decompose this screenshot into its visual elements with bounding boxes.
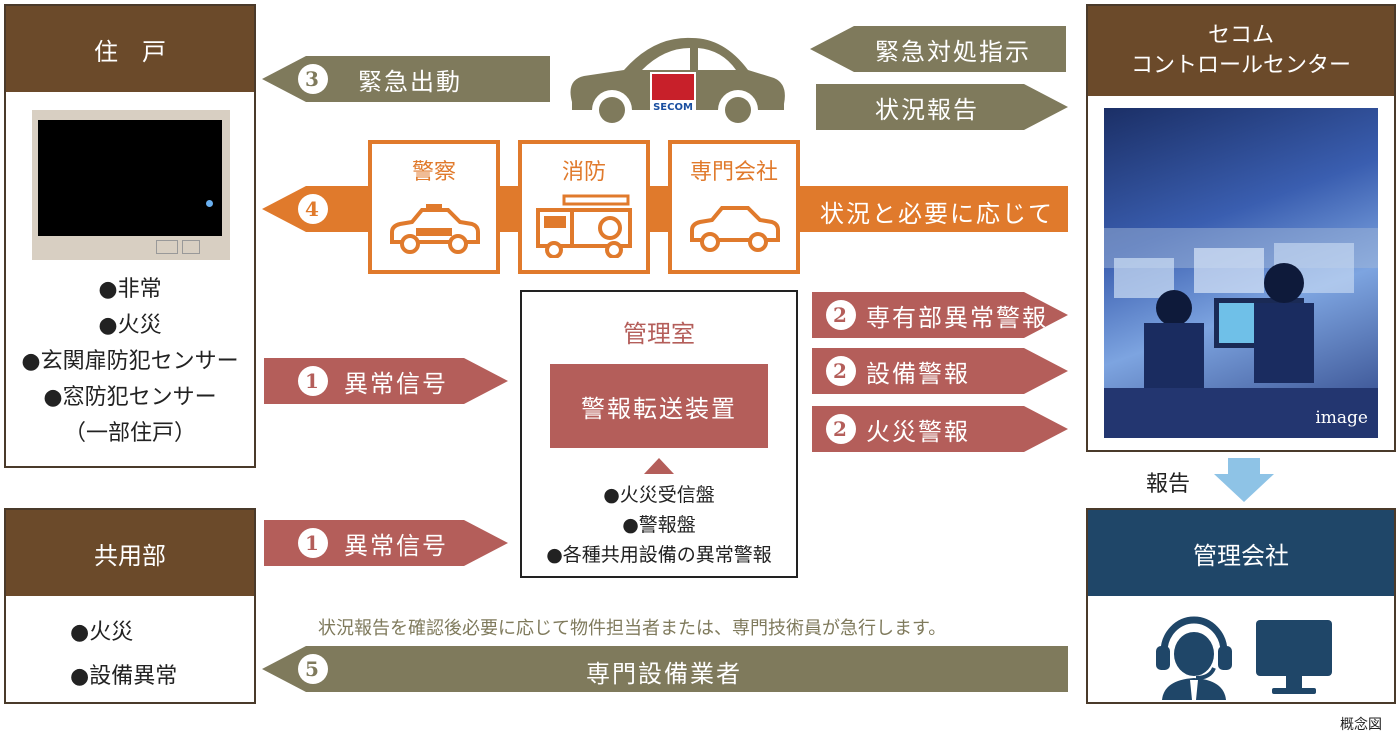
emergency-dispatch-arrow: 3 緊急出動	[262, 56, 550, 102]
control-center-header: セコム コントロールセンター	[1088, 6, 1394, 96]
management-room-item: ●警報盤	[622, 514, 696, 536]
fire-truck-icon	[536, 194, 632, 258]
monitor-icon	[1256, 620, 1332, 694]
alarm-transfer-device: 警報転送装置	[550, 364, 768, 448]
company-car-icon	[690, 206, 780, 252]
step-number: 2	[826, 356, 856, 386]
intercom-indicator	[206, 200, 213, 207]
report-label: 報告	[1146, 472, 1191, 497]
residence-title: 住 戸	[94, 37, 166, 66]
operator-icon	[1156, 616, 1232, 700]
secom-logo-badge: SECOM	[650, 72, 696, 116]
service-fire: 消防	[518, 140, 650, 274]
step-number: 1	[298, 366, 328, 396]
report-down-arrow-icon	[1214, 458, 1274, 502]
service-police: 警察	[368, 140, 500, 274]
management-room-item: ●各種共用設備の異常警報	[546, 544, 772, 566]
abnormal-signal-label: 異常信号	[344, 369, 448, 398]
services-label: 状況と必要に応じて	[820, 200, 1054, 228]
management-room-panel: 管理室 警報転送装置 ●火災受信盤 ●警報盤 ●各種共用設備の異常警報	[520, 290, 798, 578]
residence-item: ●玄関扉防犯センサー	[21, 349, 239, 374]
emergency-instruction-label: 緊急対処指示	[875, 37, 1031, 66]
control-center-illustration	[1104, 228, 1378, 438]
step-number: 2	[826, 414, 856, 444]
emergency-dispatch-label: 緊急出動	[358, 67, 462, 96]
up-triangle-icon	[644, 458, 674, 474]
service-fire-label: 消防	[561, 160, 606, 185]
step-number: 4	[298, 194, 328, 224]
residence-panel: 住 戸 ●非常 ●火災 ●玄関扉防犯センサー ●窓防犯センサー （一部住戸）	[4, 4, 256, 468]
police-car-icon	[390, 204, 480, 254]
equipment-alarm-label: 設備警報	[866, 359, 970, 388]
residence-item: ●非常	[98, 277, 162, 302]
common-area-item: ●設備異常	[70, 664, 178, 689]
status-report-arrow: 状況報告	[816, 84, 1068, 130]
control-center-photo: image	[1104, 108, 1378, 438]
common-area-panel: 共用部 ●火災 ●設備異常	[4, 508, 256, 704]
footnote-text: 状況報告を確認後必要に応じて物件担当者または、専門技術員が急行します。	[318, 618, 947, 639]
photo-caption: image	[1315, 408, 1368, 428]
fire-alarm-label: 火災警報	[866, 417, 970, 446]
equipment-alarm-arrow: 2 設備警報	[812, 348, 1068, 394]
management-company-panel: 管理会社	[1086, 508, 1396, 704]
private-area-alarm-label: 専有部異常警報	[866, 303, 1048, 332]
residence-header: 住 戸	[6, 6, 254, 92]
control-center-panel: セコム コントロールセンター image	[1086, 4, 1396, 452]
service-specialist-company: 専門会社	[668, 140, 800, 274]
fire-alarm-arrow: 2 火災警報	[812, 406, 1068, 452]
intercom-screen	[38, 120, 222, 236]
status-report-label: 状況報告	[875, 95, 979, 124]
common-area-title: 共用部	[94, 541, 166, 570]
secom-logo-text: SECOM	[653, 102, 693, 113]
intercom-panel-image	[32, 110, 230, 260]
step-number: 2	[826, 300, 856, 330]
private-area-alarm-arrow: 2 専有部異常警報	[812, 292, 1068, 338]
common-area-item: ●火災	[70, 620, 134, 645]
residence-item: ●窓防犯センサー	[43, 385, 217, 410]
step-number: 5	[298, 654, 328, 684]
abnormal-signal-label: 異常信号	[344, 531, 448, 560]
residence-note: （一部住戸）	[63, 421, 196, 446]
service-police-label: 警察	[411, 160, 456, 185]
management-room-title: 管理室	[623, 320, 695, 348]
alarm-transfer-device-label: 警報転送装置	[581, 394, 737, 423]
specialist-contractor-label: 専門設備業者	[586, 660, 742, 688]
residence-item: ●火災	[98, 313, 162, 338]
abnormal-signal-arrow-common: 1 異常信号	[264, 520, 508, 566]
management-room-item: ●火災受信盤	[603, 484, 715, 506]
concept-caption: 概念図	[1340, 717, 1382, 733]
abnormal-signal-arrow-residence: 1 異常信号	[264, 358, 508, 404]
step-number: 3	[298, 64, 328, 94]
control-center-title-line1: セコム	[1207, 23, 1274, 49]
service-specialist-label: 専門会社	[689, 160, 778, 185]
common-area-header: 共用部	[6, 510, 254, 596]
management-company-header: 管理会社	[1088, 510, 1394, 596]
management-company-title: 管理会社	[1193, 541, 1289, 570]
specialist-contractor-arrow: 5 専門設備業者	[262, 646, 1068, 692]
step-number: 1	[298, 528, 328, 558]
control-center-title-line2: コントロールセンター	[1130, 53, 1351, 78]
emergency-instruction-arrow: 緊急対処指示	[810, 26, 1066, 72]
